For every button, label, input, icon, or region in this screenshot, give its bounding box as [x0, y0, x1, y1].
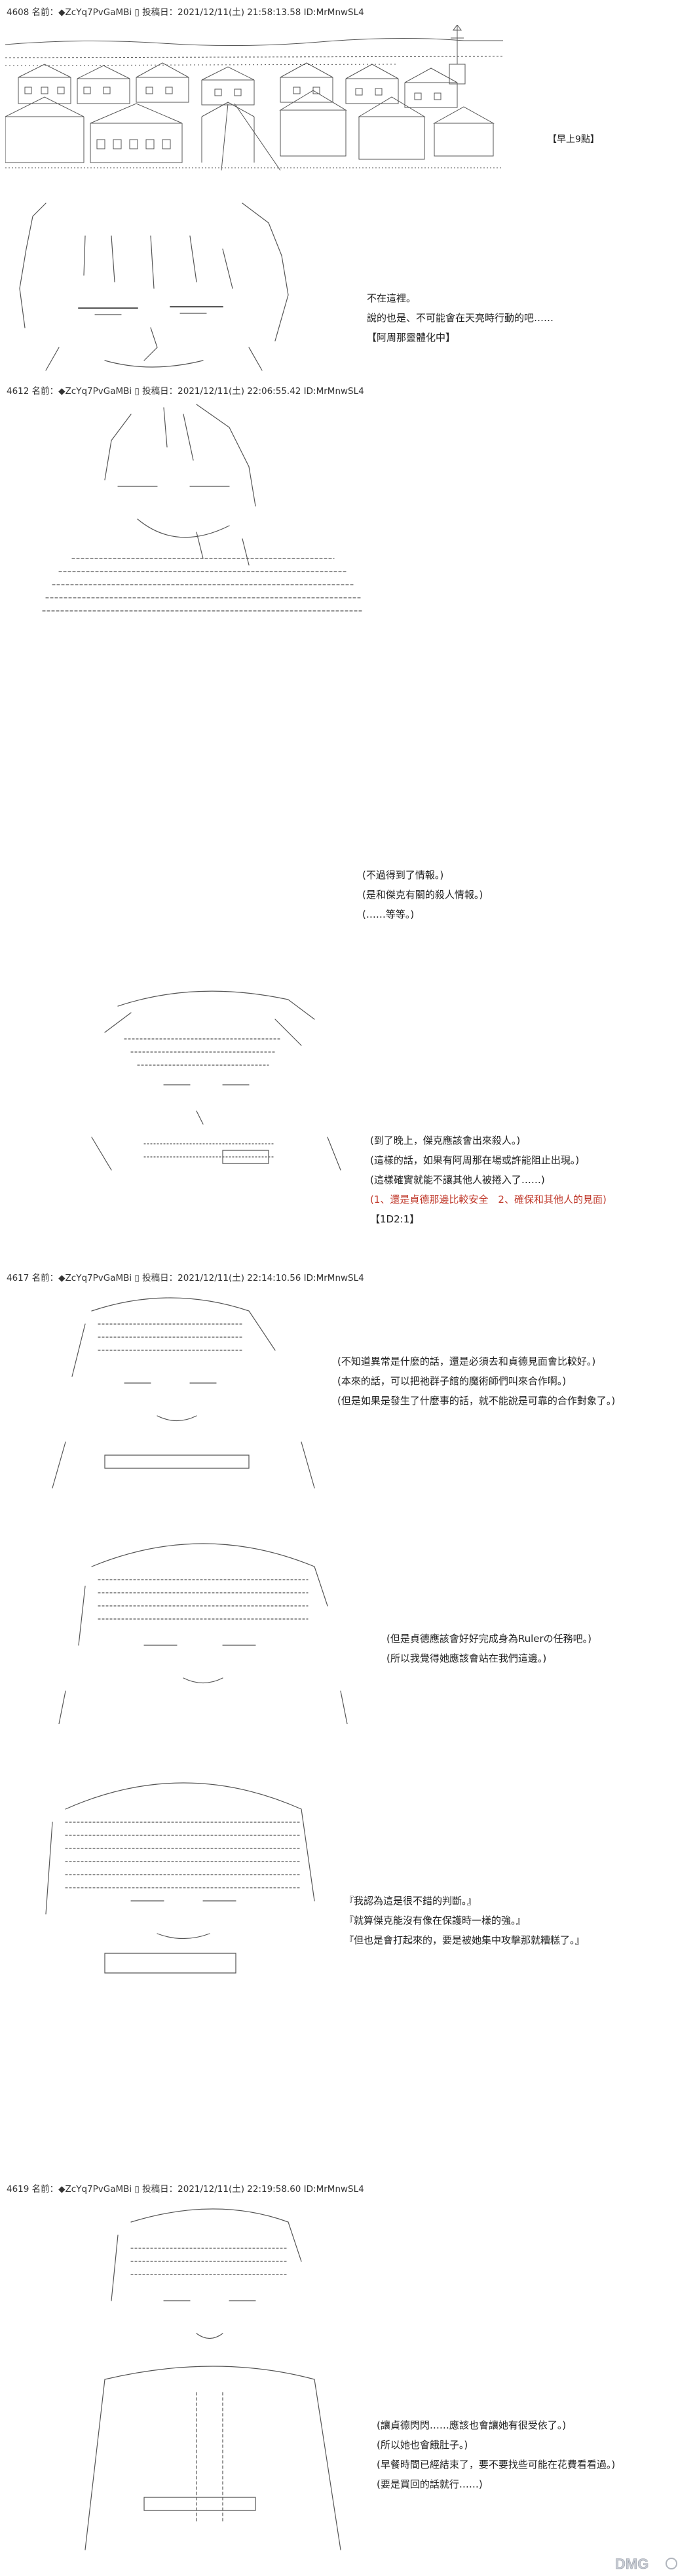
time-label: 【早上9點】	[548, 134, 599, 145]
dialog-line: (這樣的話，如果有阿周那在場或許能阻止出現。)	[370, 1154, 580, 1166]
choice-options: (1、還是貞德那邊比較安全 2、確保和其他人的見面)	[370, 1194, 607, 1205]
dialog-line: 『就算傑克能沒有像在保護時一樣的強。』	[344, 1915, 526, 1926]
dialog-line: (但是貞德應該會好好完成身為Rulerの任務吧。)	[386, 1633, 592, 1645]
character-4-drawing	[52, 1297, 315, 1489]
character-2-drawing	[42, 404, 364, 612]
dialog-line: (到了晚上，傑克應該會出來殺人。)	[370, 1135, 521, 1146]
dialog-line: (早餐時間已經結束了，要不要找些可能在花費看看過。)	[377, 2459, 616, 2470]
dialog-line: 【阿周那靈體化中】	[367, 332, 456, 343]
dialog-line: (但是如果是發生了什麼事的話，就不能說是可靠的合作對象了。)	[337, 1395, 616, 1407]
dice-roll-result: 【1D2:1】	[370, 1213, 420, 1225]
site-watermark-logo: DMG	[609, 2555, 687, 2572]
dialog-block-3: (到了晚上，傑克應該會出來殺人。) (這樣的話，如果有阿周那在場或許能阻止出現。…	[370, 1131, 607, 1229]
dialog-line: (是和傑克有關的殺人情報。)	[362, 889, 483, 901]
ascii-character-3	[66, 980, 380, 1183]
dialog-line: (所以她也會餓肚子。)	[377, 2439, 468, 2451]
dialog-line: 不在這裡。	[367, 292, 417, 304]
ascii-character-7	[66, 2196, 367, 2563]
dialog-block-4: (不知道異常是什麼的話，還是必須去和貞德見面會比較好。) (本來的話，可以把祂群…	[337, 1352, 615, 1411]
watermark-logo-icon: DMG	[615, 2556, 677, 2572]
dialog-block-2: (不過得到了情報。) (是和傑克有關的殺人情報。) (……等等。)	[362, 865, 483, 924]
dialog-line: (讓貞德閃閃……應該也會讓她有很受依了。)	[377, 2419, 567, 2431]
dialog-block-6: 『我認為這是很不錯的判斷。』 『就算傑克能沒有像在保護時一樣的強。』 『但也是會…	[344, 1891, 585, 1950]
dialog-line: (不知道異常是什麼的話，還是必須去和貞德見面會比較好。)	[337, 1356, 596, 1367]
ascii-character-4	[39, 1285, 328, 1494]
ascii-character-thinking-2	[33, 401, 373, 617]
dialog-line: (要是買回的話就行……)	[377, 2478, 483, 2490]
dialog-line: 『我認為這是很不錯的判斷。』	[344, 1895, 477, 1907]
character-1-drawing	[19, 203, 289, 371]
dialog-block-5: (但是貞德應該會好好完成身為Rulerの任務吧。) (所以我覺得她應該會站在我們…	[386, 1629, 592, 1668]
post-header-4617: 4617 名前：◆ZcYq7PvGaMBi ▯ 投稿日：2021/12/11(土…	[7, 1273, 364, 1283]
dialog-line: (本來的話，可以把祂群子館的魔術師們叫來合作啊。)	[337, 1375, 567, 1387]
city-skyline-drawing	[5, 24, 504, 171]
character-7-drawing	[85, 2208, 341, 2550]
city-panorama-illustration	[5, 24, 504, 171]
ascii-character-5	[52, 1527, 354, 1725]
svg-text:DMG: DMG	[615, 2556, 648, 2572]
character-5-drawing	[58, 1543, 348, 1725]
ascii-character-face-1	[7, 197, 347, 374]
dialog-line: (不過得到了情報。)	[362, 869, 444, 881]
post-header-4612: 4612 名前：◆ZcYq7PvGaMBi ▯ 投稿日：2021/12/11(土…	[7, 386, 364, 397]
dialog-line: 說的也是、不可能會在天亮時行動的吧……	[367, 312, 554, 324]
ascii-character-6	[26, 1770, 341, 1980]
dialog-line: (所以我覺得她應該會站在我們這邊。)	[386, 1652, 547, 1664]
dialog-block-7: (讓貞德閃閃……應該也會讓她有很受依了。) (所以她也會餓肚子。) (早餐時間已…	[377, 2415, 615, 2494]
dialog-line: (這樣確實就能不讓其他人被捲入了……)	[370, 1174, 545, 1186]
dialog-block-1: 不在這裡。 說的也是、不可能會在天亮時行動的吧…… 【阿周那靈體化中】	[367, 288, 554, 347]
character-6-drawing	[45, 1782, 315, 1974]
post-header-4608: 4608 名前：◆ZcYq7PvGaMBi ▯ 投稿日：2021/12/11(土…	[7, 7, 364, 18]
character-3-drawing	[91, 990, 341, 1171]
post-header-4619: 4619 名前：◆ZcYq7PvGaMBi ▯ 投稿日：2021/12/11(土…	[7, 2184, 364, 2195]
dialog-line: (……等等。)	[362, 908, 415, 920]
dialog-line: 『但也是會打起來的，要是被她集中攻擊那就糟糕了。』	[344, 1934, 585, 1946]
